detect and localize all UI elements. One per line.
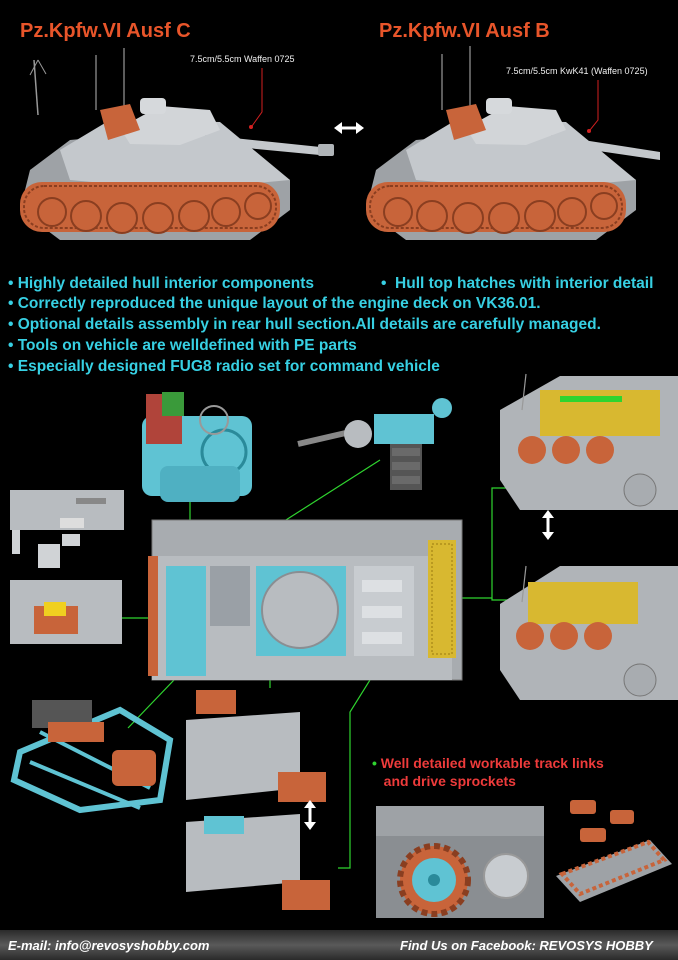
rear-deck-top-render — [500, 373, 678, 510]
callout-ausf-b: 7.5cm/5.5cm KwK41 (Waffen 0725) — [506, 66, 648, 76]
engine-render — [142, 392, 252, 502]
footer-bar: E-mail: info@revosyshobby.com Find Us on… — [0, 930, 678, 960]
tools-render — [10, 700, 174, 814]
rear-hull-plates-render — [186, 690, 330, 910]
footer-facebook: Find Us on Facebook: REVOSYS HOBBY — [400, 938, 653, 953]
feature-item: • Hull top hatches with interior detail — [381, 275, 654, 292]
vertical-double-arrow-icon — [542, 510, 554, 540]
track-feature-text: • Well detailed workable track links and… — [372, 755, 604, 789]
tank-ausf-b-render — [366, 46, 660, 240]
feature-item: • Highly detailed hull interior componen… — [8, 275, 314, 292]
footer-email: E-mail: info@revosyshobby.com — [8, 938, 210, 953]
feature-item: • Correctly reproduced the unique layout… — [8, 295, 541, 312]
feature-item: • Tools on vehicle are welldefined with … — [8, 337, 357, 354]
feature-item: • Especially designed FUG8 radio set for… — [8, 358, 440, 375]
track-sprocket-render — [376, 806, 544, 918]
tank-ausf-c-render — [20, 48, 334, 240]
title-ausf-b: Pz.Kpfw.VI Ausf B — [379, 20, 550, 42]
loose-track-links-render — [556, 800, 672, 902]
tank-renders — [20, 46, 660, 240]
feature-item: • Optional details assembly in rear hull… — [8, 316, 601, 333]
small-parts-render — [10, 490, 124, 568]
radio-turret-render — [297, 398, 452, 490]
hull-plan-render — [148, 519, 463, 681]
vertical-double-arrow-icon — [304, 800, 316, 830]
callout-ausf-c: 7.5cm/5.5cm Waffen 0725 — [190, 54, 295, 64]
rear-deck-bottom-render — [500, 565, 678, 700]
title-ausf-c: Pz.Kpfw.VI Ausf C — [20, 20, 191, 42]
detail-illustrations — [10, 373, 678, 918]
double-arrow-icon — [334, 122, 364, 134]
pe-part-render — [10, 580, 122, 644]
